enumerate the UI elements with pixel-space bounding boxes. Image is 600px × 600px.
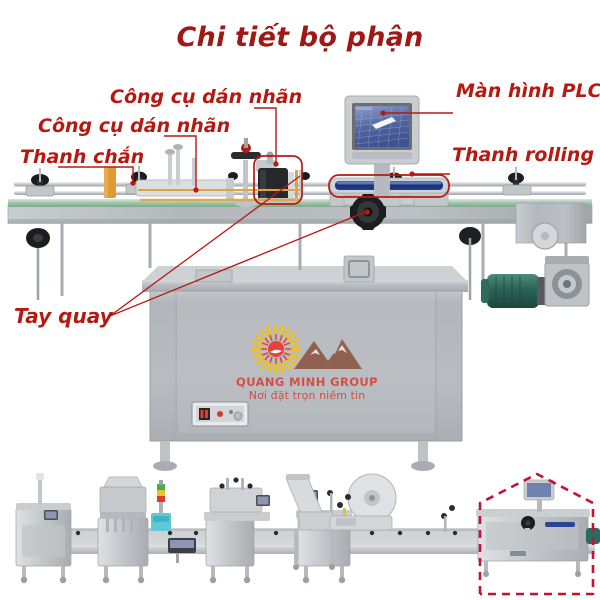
sun-icon (261, 334, 291, 364)
line-station-capper (204, 477, 270, 584)
label-roller-unit (252, 151, 302, 203)
drive-motor (481, 256, 590, 308)
hand-wheel-right (350, 194, 386, 230)
leader-tay-quay-b (109, 175, 301, 317)
leader-cong-cu-1 (254, 107, 277, 164)
line-control-box (168, 538, 196, 563)
plc-monitor (344, 95, 420, 204)
box-label-tool (253, 155, 303, 205)
label-web-path (138, 189, 300, 202)
leader-thanh-chan (58, 166, 134, 182)
line-station-labeling-highlighted (476, 479, 600, 577)
cabinet-control-panel (191, 401, 249, 427)
label-man-hinh-plc: Màn hình PLC (456, 80, 600, 102)
rail-clamp-knobs (25, 166, 532, 197)
page-title: Chi tiết bộ phận (176, 22, 424, 53)
logo-tagline-text: Nơi đặt trọn niềm tin (248, 389, 366, 402)
line-station-washer (15, 473, 72, 584)
line-station-labeler-reel (296, 473, 397, 584)
leader-cong-cu-2 (164, 135, 197, 190)
label-cong-cu-dan-nhan-1: Công cụ dán nhãn (110, 86, 303, 108)
mountain-icon (294, 339, 362, 369)
labeling-tool-left (135, 144, 234, 202)
line-station-feeder (97, 476, 171, 584)
label-thanh-chan: Thanh chắn (20, 146, 145, 168)
label-thanh-rolling: Thanh rolling (452, 144, 595, 166)
quang-minh-logo-mark (251, 324, 362, 374)
hand-wheel-left (26, 228, 50, 248)
watermark-logo: QUANG MINH GROUP Nơi đặt trọn niềm tin (232, 324, 382, 405)
gear-icon (251, 324, 301, 374)
highlight-callout (478, 472, 595, 596)
line-station-elevator (285, 474, 337, 570)
leader-tay-quay-a (109, 210, 369, 317)
rolling-bar (329, 177, 449, 195)
label-tay-quay: Tay quay (14, 304, 113, 328)
box-rolling-bar (328, 174, 450, 198)
line-station-hopper (282, 505, 446, 566)
logo-brand-text: QUANG MINH GROUP (236, 375, 378, 389)
plc-screen (355, 106, 409, 147)
labeling-tool-spindle (231, 138, 261, 207)
line-station-inspection (329, 505, 455, 532)
label-cong-cu-dan-nhan-2: Công cụ dán nhãn (38, 115, 231, 137)
